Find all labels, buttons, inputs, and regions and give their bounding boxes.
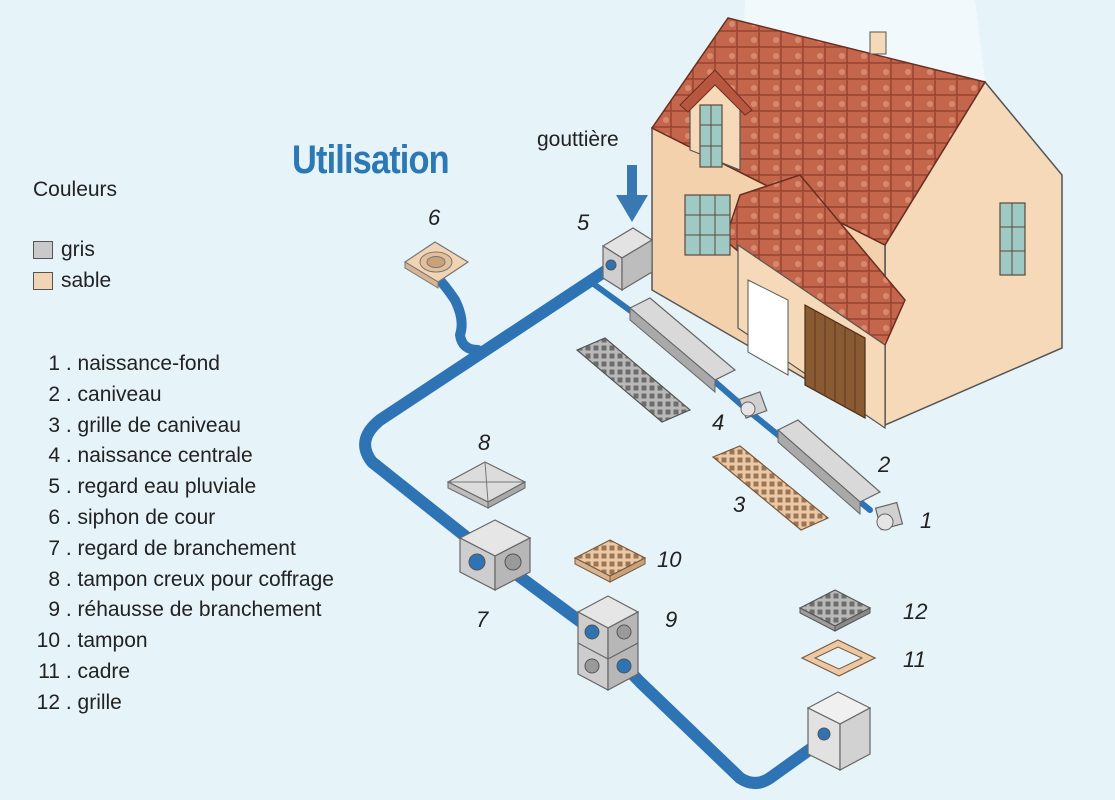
sand-swatch xyxy=(33,272,53,290)
callout-10: 10 xyxy=(657,547,682,572)
list-item: 9 . réhausse de branchement xyxy=(48,598,322,622)
part-9-shape xyxy=(576,595,640,691)
list-item: 10 . tampon xyxy=(36,629,148,653)
list-item: 5 . regard eau pluviale xyxy=(48,475,257,499)
list-item: 8 . tampon creux pour coffrage xyxy=(48,567,334,591)
house xyxy=(650,17,1063,430)
part-2-shape xyxy=(628,297,882,516)
part-8-shape xyxy=(446,461,527,509)
diagram-title: Utilisation xyxy=(292,138,450,182)
callout-2: 2 xyxy=(878,452,891,477)
legend-swatch-gris: gris xyxy=(33,238,95,262)
callout-5: 5 xyxy=(577,210,590,235)
list-item: 7 . regard de branchement xyxy=(48,536,296,560)
list-item: 6 . siphon de cour xyxy=(48,505,216,529)
gray-swatch xyxy=(33,241,53,259)
list-item: 3 . grille de caniveau xyxy=(48,413,241,437)
list-item: 4 . naissance centrale xyxy=(48,444,253,468)
part-4-shape xyxy=(738,391,768,419)
part-11-shape xyxy=(800,639,877,677)
part-10-shape xyxy=(573,539,647,583)
house-roof xyxy=(650,17,987,246)
part-1-shape xyxy=(874,501,904,531)
chimney xyxy=(869,31,887,55)
door-opening xyxy=(747,279,789,376)
legend-swatch-sable: sable xyxy=(33,269,111,293)
gutter-arrow xyxy=(616,165,648,222)
callout-9: 9 xyxy=(665,607,678,632)
list-item: 11 . cadre xyxy=(38,659,131,683)
parts-list: 1 . naissance-fond 2 . caniveau 3 . gril… xyxy=(14,349,334,719)
legend-heading: Couleurs xyxy=(33,178,118,201)
callout-1: 1 xyxy=(920,508,933,533)
callout-3: 3 xyxy=(733,492,746,517)
dormer-roof xyxy=(679,69,753,116)
end-box-shape xyxy=(806,691,872,771)
list-item: 12 . grille xyxy=(36,690,122,714)
part-5-shape xyxy=(601,227,654,292)
list-item: 2 . caniveau xyxy=(48,382,162,406)
callout-6: 6 xyxy=(428,205,441,230)
part-12-shape xyxy=(798,589,872,632)
callout-8: 8 xyxy=(478,430,491,455)
callout-4: 4 xyxy=(712,410,725,435)
part-7-shape xyxy=(458,519,532,591)
part-3-shape xyxy=(575,337,830,531)
legend-label-gris: gris xyxy=(61,238,95,261)
callout-7: 7 xyxy=(476,607,489,632)
front-window xyxy=(684,194,731,256)
callout-12: 12 xyxy=(903,599,928,624)
siphon-pipe xyxy=(430,270,483,355)
gutter-label: gouttière xyxy=(537,128,619,151)
part-6-shape xyxy=(403,241,470,289)
list-item: 1 . naissance-fond xyxy=(48,352,220,375)
legend-label-sable: sable xyxy=(61,269,112,292)
callout-11: 11 xyxy=(903,647,926,672)
